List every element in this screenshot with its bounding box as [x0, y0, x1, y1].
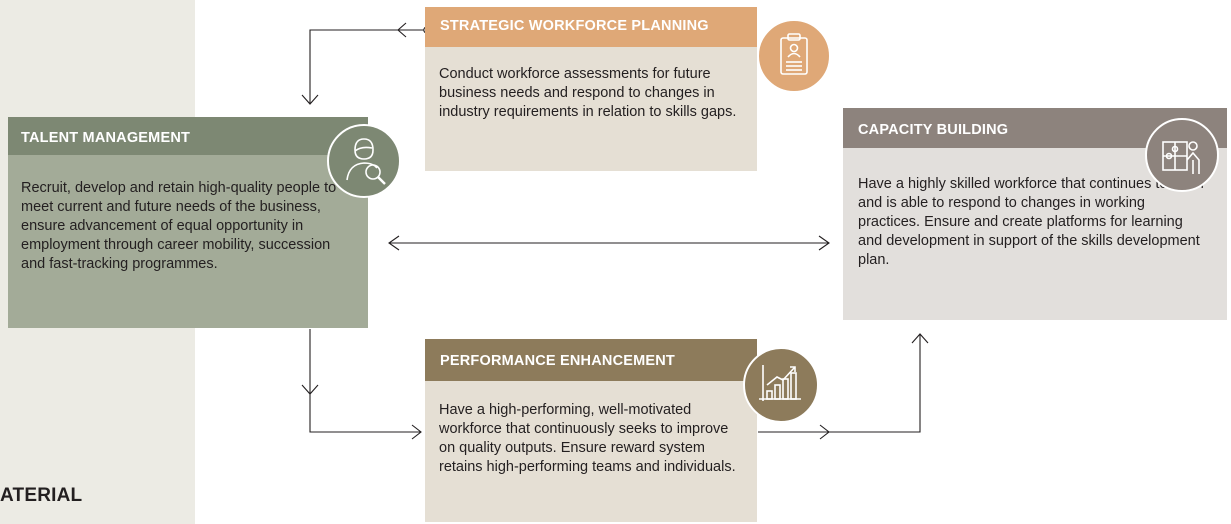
connector-talent-to-performance — [309, 329, 421, 433]
partial-heading: ATERIAL — [0, 485, 83, 506]
talent-management-box: TALENT MANAGEMENT Recruit, develop and r… — [8, 117, 368, 328]
arrowhead-up-capacity — [911, 333, 929, 344]
performance-enhancement-text: Have a high-performing, well-motivated w… — [425, 381, 757, 522]
performance-enhancement-box: PERFORMANCE ENHANCEMENT Have a high-perf… — [425, 339, 757, 522]
arrowhead-right-performance — [411, 424, 422, 440]
connector-performance-to-capacity — [758, 334, 921, 433]
performance-enhancement-title: PERFORMANCE ENHANCEMENT — [425, 339, 757, 381]
talent-management-title: TALENT MANAGEMENT — [8, 117, 368, 155]
arrowhead-left-swp — [397, 22, 407, 38]
arrowhead-down-mid — [301, 384, 319, 395]
growth-chart-icon — [743, 347, 819, 423]
arrowhead-right-capacity — [818, 235, 830, 251]
person-magnifier-icon — [327, 124, 401, 198]
clipboard-person-icon — [757, 19, 831, 93]
talent-management-text: Recruit, develop and retain high-quality… — [8, 155, 368, 328]
connector-swp-to-talent — [309, 29, 424, 104]
puzzle-person-icon — [1145, 118, 1219, 192]
arrowhead-right-mid — [819, 424, 830, 440]
arrowhead-down-talent — [301, 94, 319, 105]
strategic-workforce-planning-box: STRATEGIC WORKFORCE PLANNING Conduct wor… — [425, 7, 757, 171]
arrowhead-left-talent — [388, 235, 400, 251]
strategic-workforce-planning-title: STRATEGIC WORKFORCE PLANNING — [425, 7, 757, 47]
strategic-workforce-planning-text: Conduct workforce assessments for future… — [425, 47, 757, 171]
